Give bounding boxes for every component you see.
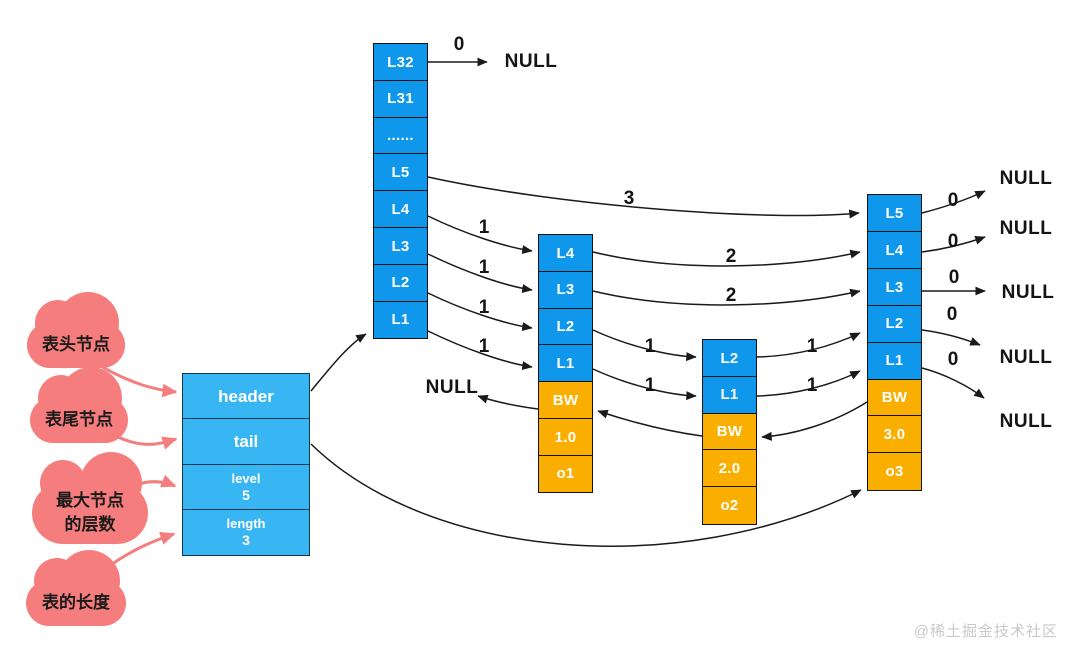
arrow-n1bw-to-null xyxy=(477,394,539,410)
node3-tower: L5 L4 L3 L2 L1 BW 3.0 o3 xyxy=(867,194,922,491)
arrow-l2-to-n1 xyxy=(427,292,533,332)
span-label-l5-n3: 3 xyxy=(623,188,635,209)
cell-obj: o3 xyxy=(867,452,922,491)
cell-bw: BW xyxy=(867,378,922,418)
cell-score: 1.0 xyxy=(538,417,593,457)
cell-l2: L2 xyxy=(538,307,593,346)
span-label-n2l2-n3: 1 xyxy=(806,336,818,357)
span-label-l2-n1: 1 xyxy=(478,297,490,318)
cell-l2: L2 xyxy=(867,304,922,344)
cloud-max-level-text: 最大节点 的层数 xyxy=(56,491,124,534)
cell-l1: L1 xyxy=(867,341,922,381)
node2-tower: L2 L1 BW 2.0 o2 xyxy=(702,339,757,525)
struct-length-label: length xyxy=(226,516,266,532)
cell-l1: L1 xyxy=(538,344,593,383)
arrow-n3bw-to-n2bw xyxy=(761,401,868,441)
arrow-cloud-tail xyxy=(111,432,178,450)
span-label-l4-n1: 1 xyxy=(478,217,490,238)
null-label-n1bw: NULL xyxy=(425,377,479,398)
cloud-tail-node: 表尾节点 xyxy=(30,367,128,443)
span-label-n1l2-n2: 1 xyxy=(644,336,656,357)
null-label-top: NULL xyxy=(504,51,558,72)
null-label-r5: NULL xyxy=(999,411,1053,432)
struct-level-value: 5 xyxy=(242,486,250,503)
cell-l3: L3 xyxy=(373,226,428,266)
arrow-n3l5-to-null xyxy=(921,190,986,214)
cloud-list-length: 表的长度 xyxy=(26,550,126,626)
node1-tower: L4 L3 L2 L1 BW 1.0 o1 xyxy=(538,234,593,494)
cell-score: 3.0 xyxy=(867,415,922,454)
arrow-l1-to-n1 xyxy=(427,330,533,371)
arrow-cloud-head xyxy=(96,362,178,398)
struct-length-value: 3 xyxy=(242,532,250,549)
arrow-n1l3-to-n3 xyxy=(592,288,861,306)
cell-score: 2.0 xyxy=(702,449,757,488)
struct-tail-label: tail xyxy=(233,432,259,452)
arrow-l5-to-n3 xyxy=(427,176,860,219)
arrow-n3l2-to-null xyxy=(921,329,981,346)
arrow-n1l4-to-n3 xyxy=(592,249,861,267)
cell-l3: L3 xyxy=(867,267,922,307)
cell-l1: L1 xyxy=(373,300,428,339)
cell-ellipsis: ...... xyxy=(373,116,428,155)
cell-l32: L32 xyxy=(373,43,428,82)
span-label-l3-n1: 1 xyxy=(478,257,490,278)
span-label-n3l3-null: 0 xyxy=(948,267,960,288)
span-label-n3l4-null: 0 xyxy=(947,231,959,252)
arrow-l3-to-n1 xyxy=(427,253,533,294)
cell-l4: L4 xyxy=(373,190,428,229)
arrow-l4-to-n1 xyxy=(427,215,533,255)
struct-length-cell: length 3 xyxy=(182,509,310,557)
cloud-list-length-text: 表的长度 xyxy=(42,593,110,613)
cell-l2: L2 xyxy=(702,339,757,378)
struct-header-cell: header xyxy=(182,373,310,420)
span-label-n1l4-n3: 2 xyxy=(725,246,737,267)
cell-l3: L3 xyxy=(538,270,593,310)
cloud-tail-node-text: 表尾节点 xyxy=(45,410,113,430)
null-label-r4: NULL xyxy=(999,347,1053,368)
cell-l31: L31 xyxy=(373,79,428,119)
null-label-r1: NULL xyxy=(999,168,1053,189)
struct-header-label: header xyxy=(218,386,274,406)
cell-bw: BW xyxy=(702,412,757,451)
arrow-n2l1-to-n3 xyxy=(756,370,861,397)
span-label-head-null: 0 xyxy=(453,34,465,55)
arrow-tail-to-o3 xyxy=(310,443,862,547)
cloud-head-node-text: 表头节点 xyxy=(42,335,110,355)
arrow-n2bw-to-n1bw xyxy=(597,409,703,437)
cell-l2: L2 xyxy=(373,263,428,303)
watermark: @稀土掘金技术社区 xyxy=(913,623,1058,640)
struct-level-label: level xyxy=(231,470,261,486)
null-label-r3: NULL xyxy=(1001,282,1055,303)
cloud-max-level: 最大节点 的层数 xyxy=(32,452,148,544)
cloud-head-node: 表头节点 xyxy=(27,292,125,368)
cell-l4: L4 xyxy=(867,230,922,270)
arrow-n3l1-to-null xyxy=(921,367,985,399)
cell-l5: L5 xyxy=(867,194,922,233)
arrow-n1l1-to-n2 xyxy=(592,368,697,401)
cell-l1: L1 xyxy=(702,375,757,415)
cell-bw: BW xyxy=(538,381,593,420)
arrow-n2l2-to-n3 xyxy=(756,332,861,358)
span-label-l1-n1: 1 xyxy=(478,336,490,357)
arrow-header-to-l1 xyxy=(310,333,367,392)
span-label-n3l1-null: 0 xyxy=(947,349,959,370)
skiplist-struct-box: header tail level 5 length 3 xyxy=(182,373,310,557)
cell-obj: o2 xyxy=(702,486,757,525)
null-label-r2: NULL xyxy=(999,218,1053,239)
span-label-n1l1-n2: 1 xyxy=(644,375,656,396)
span-label-n3l5-null: 0 xyxy=(947,190,959,211)
struct-level-cell: level 5 xyxy=(182,463,310,511)
span-label-n1l3-n3: 2 xyxy=(725,285,737,306)
struct-tail-cell: tail xyxy=(182,418,310,466)
head-node-tower: L32 L31 ...... L5 L4 L3 L2 L1 xyxy=(373,43,428,339)
arrow-n1l2-to-n2 xyxy=(592,329,697,362)
cell-obj: o1 xyxy=(538,454,593,494)
cell-l4: L4 xyxy=(538,234,593,273)
span-label-n2l1-n3: 1 xyxy=(806,375,818,396)
cell-l5: L5 xyxy=(373,153,428,192)
span-label-n3l2-null: 0 xyxy=(946,304,958,325)
arrow-n3l4-to-null xyxy=(921,236,986,253)
